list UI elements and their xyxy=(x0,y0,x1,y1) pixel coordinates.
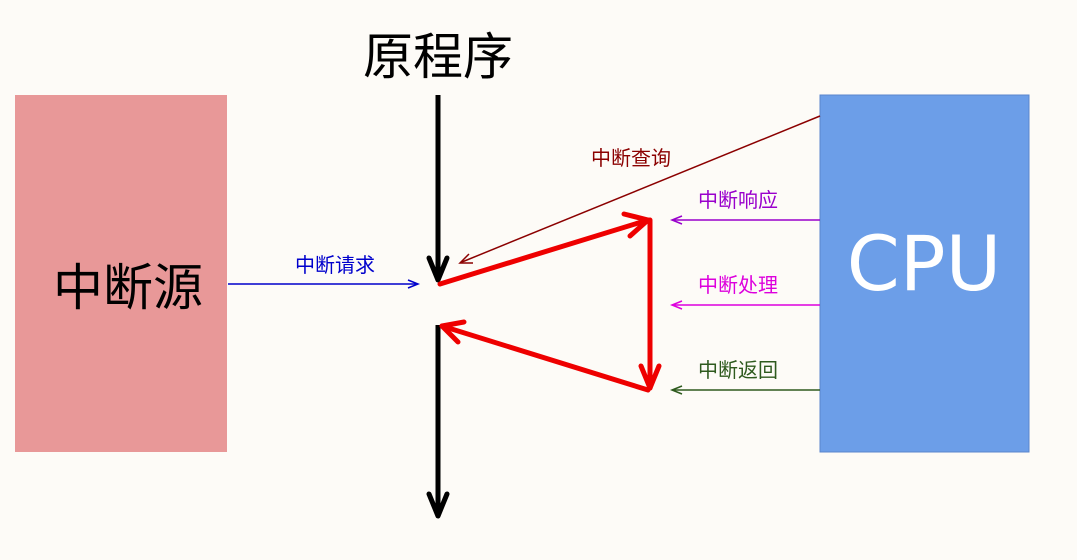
interrupt-respond-label: 中断响应 xyxy=(698,188,778,212)
interrupt-source-label: 中断源 xyxy=(53,259,203,317)
interrupt-respond-arrowhead xyxy=(669,215,683,225)
interrupt-query-arrowhead xyxy=(458,253,473,264)
main-program-arrowhead-upper xyxy=(426,255,450,283)
diagram-title: 原程序 xyxy=(363,28,513,86)
flow-handling-arrowhead xyxy=(638,363,662,391)
interrupt-return-arrowhead xyxy=(669,385,683,395)
interrupt-source-box xyxy=(15,95,227,452)
interrupt-request-arrowhead xyxy=(407,279,421,289)
cpu-label: CPU xyxy=(847,219,1002,308)
main-program-arrowhead-lower xyxy=(426,491,450,519)
interrupt-query-arrow xyxy=(461,115,821,263)
flow-return-arrowhead xyxy=(439,319,467,345)
flow-return-line xyxy=(439,323,651,393)
interrupt-query-label: 中断查询 xyxy=(591,146,671,170)
interrupt-handle-label: 中断处理 xyxy=(698,273,778,297)
cpu-box xyxy=(819,94,1030,453)
interrupt-request-label: 中断请求 xyxy=(295,253,375,277)
interrupt-return-label: 中断返回 xyxy=(698,358,778,382)
flow-to-handler-line xyxy=(437,217,651,287)
interrupt-handle-arrowhead xyxy=(669,300,683,310)
